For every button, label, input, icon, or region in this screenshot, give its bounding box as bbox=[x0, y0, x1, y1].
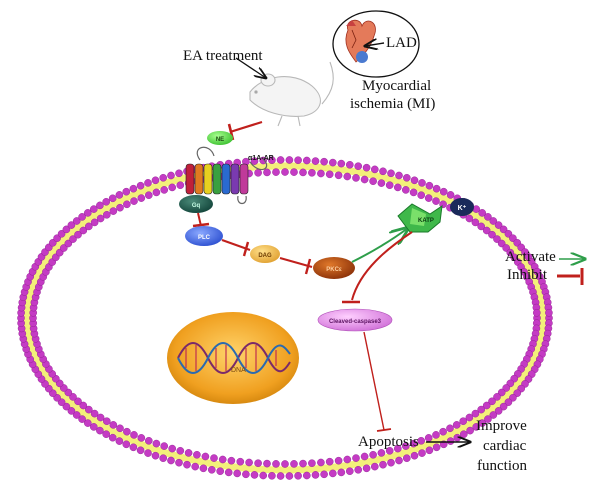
plc-label: PLC bbox=[198, 235, 211, 241]
alpha1a-ar-receptor: α1A-AR bbox=[185, 146, 274, 205]
pkc-epsilon-node: PKCε bbox=[313, 257, 355, 279]
receptor-label: α1A-AR bbox=[248, 155, 274, 162]
cleaved-caspase3-node: Cleaved-caspase3 bbox=[317, 308, 393, 332]
cell-membrane bbox=[17, 156, 553, 480]
apoptosis-label: Apoptosis bbox=[358, 434, 419, 450]
improve-label-line3: function bbox=[477, 458, 527, 474]
heart-icon bbox=[345, 19, 376, 63]
dna-helix-icon bbox=[177, 342, 291, 374]
legend-activate-label: Activate bbox=[505, 249, 556, 265]
dag-node: DAG bbox=[250, 245, 280, 263]
caspase3-label: Cleaved-caspase3 bbox=[329, 319, 382, 325]
k-ion-label: K⁺ bbox=[458, 205, 467, 212]
ne-node: NE bbox=[207, 131, 233, 145]
dag-label: DAG bbox=[258, 253, 272, 259]
katp-label: KATP bbox=[418, 218, 434, 224]
legend-inhibit-label: Inhibit bbox=[507, 267, 547, 283]
pkc-label: PKCε bbox=[326, 267, 342, 273]
mi-label-line2: ischemia (MI) bbox=[350, 96, 436, 112]
mi-label-line1: Myocardial bbox=[362, 78, 432, 94]
improve-label-line2: cardiac bbox=[483, 438, 527, 454]
k-ion-node: K⁺ bbox=[450, 198, 474, 216]
dna-label: DNA bbox=[231, 367, 246, 374]
heart-panel bbox=[332, 10, 420, 78]
katp-channel: KATP bbox=[397, 203, 443, 233]
plc-node: PLC bbox=[185, 226, 223, 246]
improve-label-line1: Improve bbox=[476, 418, 527, 434]
nucleus: DNA bbox=[167, 312, 299, 404]
ea-treatment-label: EA treatment bbox=[183, 48, 263, 64]
mouse-icon bbox=[249, 61, 334, 127]
lad-label: LAD bbox=[386, 35, 417, 51]
legend bbox=[557, 259, 585, 285]
ne-label: NE bbox=[216, 137, 224, 143]
gq-label: Gq bbox=[192, 203, 201, 209]
gq-node: Gq bbox=[179, 195, 213, 213]
